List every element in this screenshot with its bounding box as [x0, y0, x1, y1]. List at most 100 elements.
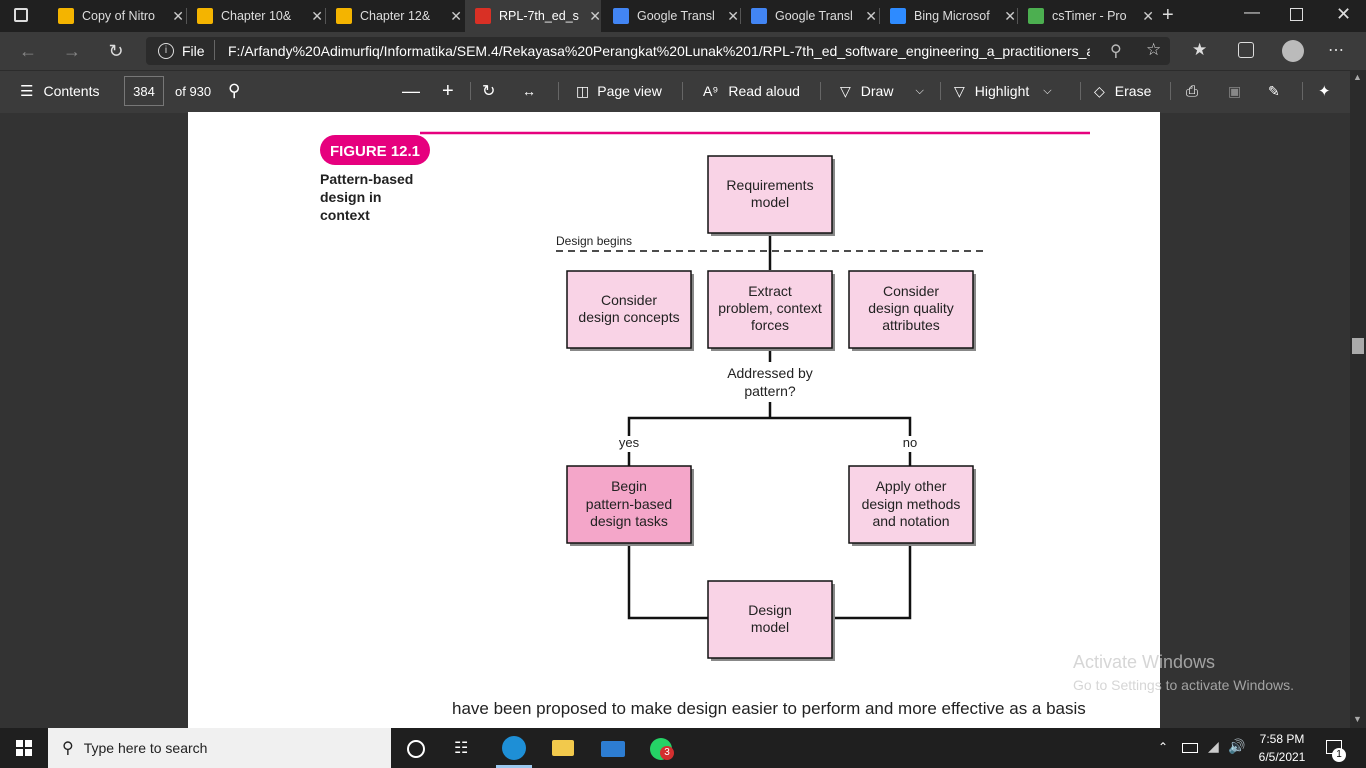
minimize-button[interactable]: —: [1244, 4, 1260, 21]
tab-1[interactable]: Copy of Nitro✕: [48, 0, 184, 32]
fit-width-icon[interactable]: ↔: [522, 83, 536, 99]
box-text: Extract: [748, 283, 792, 299]
toolbar-divider: [1302, 82, 1303, 100]
read-aloud-icon: A⁹: [703, 83, 719, 99]
task-view-icon[interactable]: ☷: [454, 740, 469, 757]
collections-icon[interactable]: [1238, 42, 1254, 58]
close-tab-icon[interactable]: ✕: [450, 7, 462, 24]
close-tab-icon[interactable]: ✕: [1142, 7, 1154, 24]
read-aloud-label: Read aloud: [728, 83, 800, 99]
connector-lines: [627, 234, 912, 620]
figure-badge: [320, 135, 430, 165]
draw-label: Draw: [860, 83, 894, 99]
tab-6[interactable]: Google Transl ✕: [741, 0, 877, 32]
zoom-in-button[interactable]: +: [442, 79, 454, 102]
taskbar-search-input[interactable]: ⚲ Type here to search: [48, 728, 391, 768]
zoom-out-button[interactable]: —: [402, 80, 420, 101]
url-box[interactable]: [146, 37, 1170, 65]
scrollbar[interactable]: [1350, 70, 1366, 728]
forward-button[interactable]: →: [63, 40, 81, 61]
tab-actions-icon[interactable]: [14, 8, 28, 22]
close-window-button[interactable]: ✕: [1336, 4, 1352, 24]
volume-icon[interactable]: 🔊: [1228, 738, 1246, 754]
tab-5[interactable]: Google Transl✕: [603, 0, 739, 32]
box-text: Apply other: [876, 478, 947, 494]
box-text: Begin: [611, 478, 647, 494]
highlight-button[interactable]: ▽ Highlight ⌵: [954, 70, 1052, 112]
search-icon: ⚲: [62, 740, 74, 757]
windows-start-icon[interactable]: [16, 740, 32, 756]
read-aloud-button[interactable]: A⁹ Read aloud: [703, 70, 800, 112]
tab-7[interactable]: Bing Microsof✕: [880, 0, 1016, 32]
url-text[interactable]: F:/Arfandy%20Adimurfiq/Informatika/SEM.4…: [228, 43, 1090, 59]
tab-4[interactable]: RPL-7th_ed_s✕: [465, 0, 601, 32]
close-tab-icon[interactable]: ✕: [172, 7, 184, 24]
tray-chevron-up-icon[interactable]: ⌃: [1158, 740, 1169, 754]
draw-button[interactable]: ▽ Draw ⌵: [840, 70, 924, 112]
cortana-icon[interactable]: [407, 740, 425, 758]
chevron-down-icon[interactable]: ⌵: [915, 84, 924, 97]
toolbar-divider: [1080, 82, 1081, 100]
close-tab-icon[interactable]: ✕: [727, 7, 739, 24]
tab-divider: [325, 8, 326, 24]
profile-avatar[interactable]: [1282, 40, 1304, 62]
figure-caption-line: context: [320, 207, 370, 223]
page-view-button[interactable]: ◫ Page view: [576, 70, 662, 112]
activate-windows-subtitle: Go to Settings to activate Windows.: [1073, 677, 1294, 693]
save-as-icon[interactable]: ✎: [1268, 82, 1280, 99]
close-tab-icon[interactable]: ✕: [311, 7, 323, 24]
new-tab-button[interactable]: +: [1162, 4, 1174, 26]
maximize-button[interactable]: [1290, 8, 1303, 21]
decision-question: pattern?: [744, 383, 796, 399]
close-tab-icon[interactable]: ✕: [589, 7, 601, 24]
tab-title: Google Transl: [775, 9, 853, 23]
file-label: File: [182, 43, 205, 59]
no-label: no: [903, 435, 917, 450]
box-text: design quality: [868, 300, 954, 316]
clock-date[interactable]: 6/5/2021: [1258, 750, 1306, 764]
design-model-box: Design model: [707, 580, 835, 661]
figure-badge-text: FIGURE 12.1: [330, 143, 420, 160]
page-number-input[interactable]: 384: [124, 76, 164, 106]
scroll-up-icon[interactable]: ▲: [1353, 72, 1362, 82]
info-icon[interactable]: i: [158, 43, 174, 59]
box-text: and notation: [872, 513, 949, 529]
back-button[interactable]: ←: [19, 40, 37, 61]
zoom-icon[interactable]: ⚲: [1110, 43, 1122, 60]
print-icon[interactable]: ⎙: [1186, 82, 1199, 100]
clock-time[interactable]: 7:58 PM: [1259, 732, 1305, 746]
close-tab-icon[interactable]: ✕: [1004, 7, 1016, 24]
refresh-button[interactable]: ↻: [108, 40, 124, 61]
slides-icon: [58, 8, 74, 24]
tab-2[interactable]: Chapter 10&✕: [187, 0, 323, 32]
edge-taskbar-icon[interactable]: [502, 736, 526, 760]
toolbar-divider: [940, 82, 941, 100]
body-text: have been proposed to make design easier…: [452, 699, 1086, 718]
save-icon[interactable]: ▣: [1228, 82, 1242, 99]
box-text: problem, context: [718, 300, 822, 316]
slides-icon: [197, 8, 213, 24]
pdf-icon: [475, 8, 491, 24]
scroll-down-icon[interactable]: ▼: [1353, 714, 1362, 724]
battery-icon[interactable]: [1182, 743, 1198, 753]
mail-icon[interactable]: [601, 741, 625, 757]
tab-8[interactable]: csTimer - Pro✕: [1018, 0, 1154, 32]
find-icon[interactable]: ⚲: [228, 81, 241, 100]
tab-divider: [740, 8, 741, 24]
file-explorer-icon[interactable]: [552, 740, 574, 756]
more-menu-icon[interactable]: ⋯: [1328, 42, 1344, 59]
erase-button[interactable]: ◇ Erase: [1094, 70, 1151, 112]
close-tab-icon[interactable]: ✕: [865, 7, 877, 24]
scroll-thumb[interactable]: [1352, 338, 1364, 354]
toolbar-divider: [1170, 82, 1171, 100]
cstimer-icon: [1028, 8, 1044, 24]
rotate-icon[interactable]: ↻: [482, 83, 496, 100]
add-favorite-icon[interactable]: ☆: [1146, 40, 1162, 59]
contents-button[interactable]: ☰ Contents: [20, 70, 100, 112]
tab-3[interactable]: Chapter 12&✕: [326, 0, 462, 32]
favorites-icon[interactable]: ★: [1192, 40, 1208, 59]
wifi-icon[interactable]: ◢: [1208, 738, 1219, 754]
pin-toolbar-icon[interactable]: ✦: [1318, 83, 1331, 100]
apply-other-box: Apply other design methods and notation: [848, 465, 976, 546]
chevron-down-icon[interactable]: ⌵: [1043, 84, 1052, 97]
